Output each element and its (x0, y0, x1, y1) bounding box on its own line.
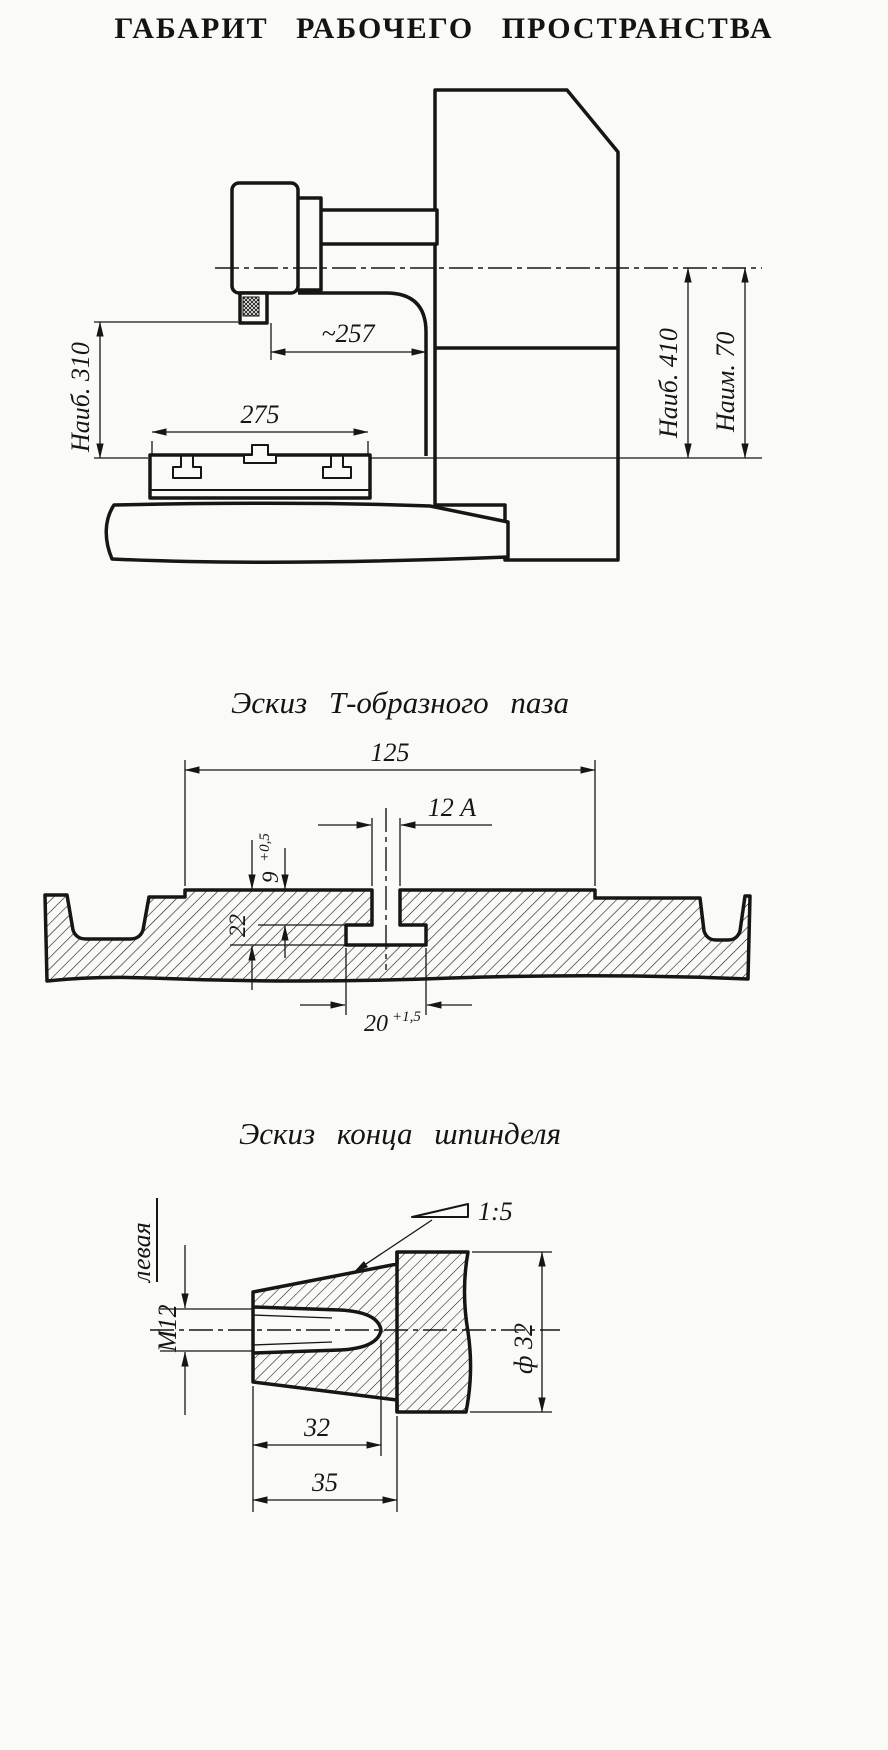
dimension-right-70: Наим. 70 (711, 267, 749, 459)
dim-125-label: 125 (371, 738, 410, 767)
dimension-right-410: Наиб. 410 (654, 267, 692, 459)
dim-257-label: ~257 (321, 319, 375, 348)
spindle-section-outline (251, 1250, 473, 1414)
dim-22-label: 22 (225, 914, 250, 937)
dim-9-label: 9 (258, 871, 283, 883)
spindle-title: Эскиз конца шпинделя (239, 1116, 561, 1151)
machine-base (104, 501, 510, 565)
machine-table (148, 444, 372, 500)
taper-leader-line (353, 1219, 433, 1273)
dimension-left-310: Наиб. 310 (66, 321, 238, 459)
t-key-center (243, 444, 277, 464)
dimension-22: 22 (225, 840, 346, 990)
dimension-20: 20 +1,5 (300, 948, 472, 1037)
dim-9-tolerance: +0,5 (257, 833, 273, 862)
dim-275-label: 275 (241, 400, 280, 429)
dim-35-label: 35 (311, 1468, 338, 1497)
dimension-35: 35 (252, 1416, 398, 1512)
spindle-drawing-svg: 1:5 М12 левая ф 32 32 35 (127, 1197, 560, 1512)
machine-drawing-svg: ~257 275 Наиб. 310 Наиб. 410 Наим. 70 (66, 88, 762, 565)
dimension-table-275: 275 (151, 400, 369, 454)
tslot-drawing-svg: 125 12 А 9 +0,5 22 20 (43, 738, 752, 1037)
machine-column (433, 88, 620, 562)
dim-32-label: 32 (303, 1413, 330, 1442)
dimension-m12: М12 левая (127, 1198, 253, 1415)
t-slot-right (322, 455, 352, 479)
internal-thread-lines (252, 1314, 333, 1346)
dimension-throat-257: ~257 (270, 319, 427, 360)
thread-hand-label: левая (127, 1222, 156, 1284)
dimension-dia32: ф 32 (470, 1251, 552, 1413)
knurled-collar (242, 296, 260, 317)
dimension-125: 125 (184, 738, 596, 886)
taper-symbol (411, 1203, 469, 1218)
page-title: ГАБАРИТ РАБОЧЕГО ПРОСТРАНСТВА (114, 12, 774, 45)
dim-410-label: Наиб. 410 (654, 328, 683, 439)
table-section-outline (43, 888, 752, 983)
tslot-title: Эскиз Т-образного паза (230, 685, 570, 720)
dim-dia32-label: ф 32 (509, 1323, 538, 1374)
dimension-9: 9 +0,5 (257, 833, 346, 958)
taper-callout: 1:5 (353, 1197, 513, 1273)
column-front-bracket (298, 291, 428, 456)
dim-20-label: 20 (364, 1011, 388, 1037)
dim-12a-label: 12 А (428, 793, 477, 822)
dim-20-tolerance: +1,5 (392, 1009, 421, 1025)
t-slot-left (172, 455, 202, 479)
dim-70-label: Наим. 70 (711, 332, 740, 433)
dimension-12A: 12 А (318, 793, 492, 886)
dimension-32: 32 (252, 1340, 382, 1512)
thread-size-label: М12 (153, 1304, 182, 1353)
taper-ratio-label: 1:5 (478, 1197, 513, 1226)
dim-310-label: Наиб. 310 (66, 342, 95, 453)
spindle-head-and-ram (230, 181, 439, 456)
